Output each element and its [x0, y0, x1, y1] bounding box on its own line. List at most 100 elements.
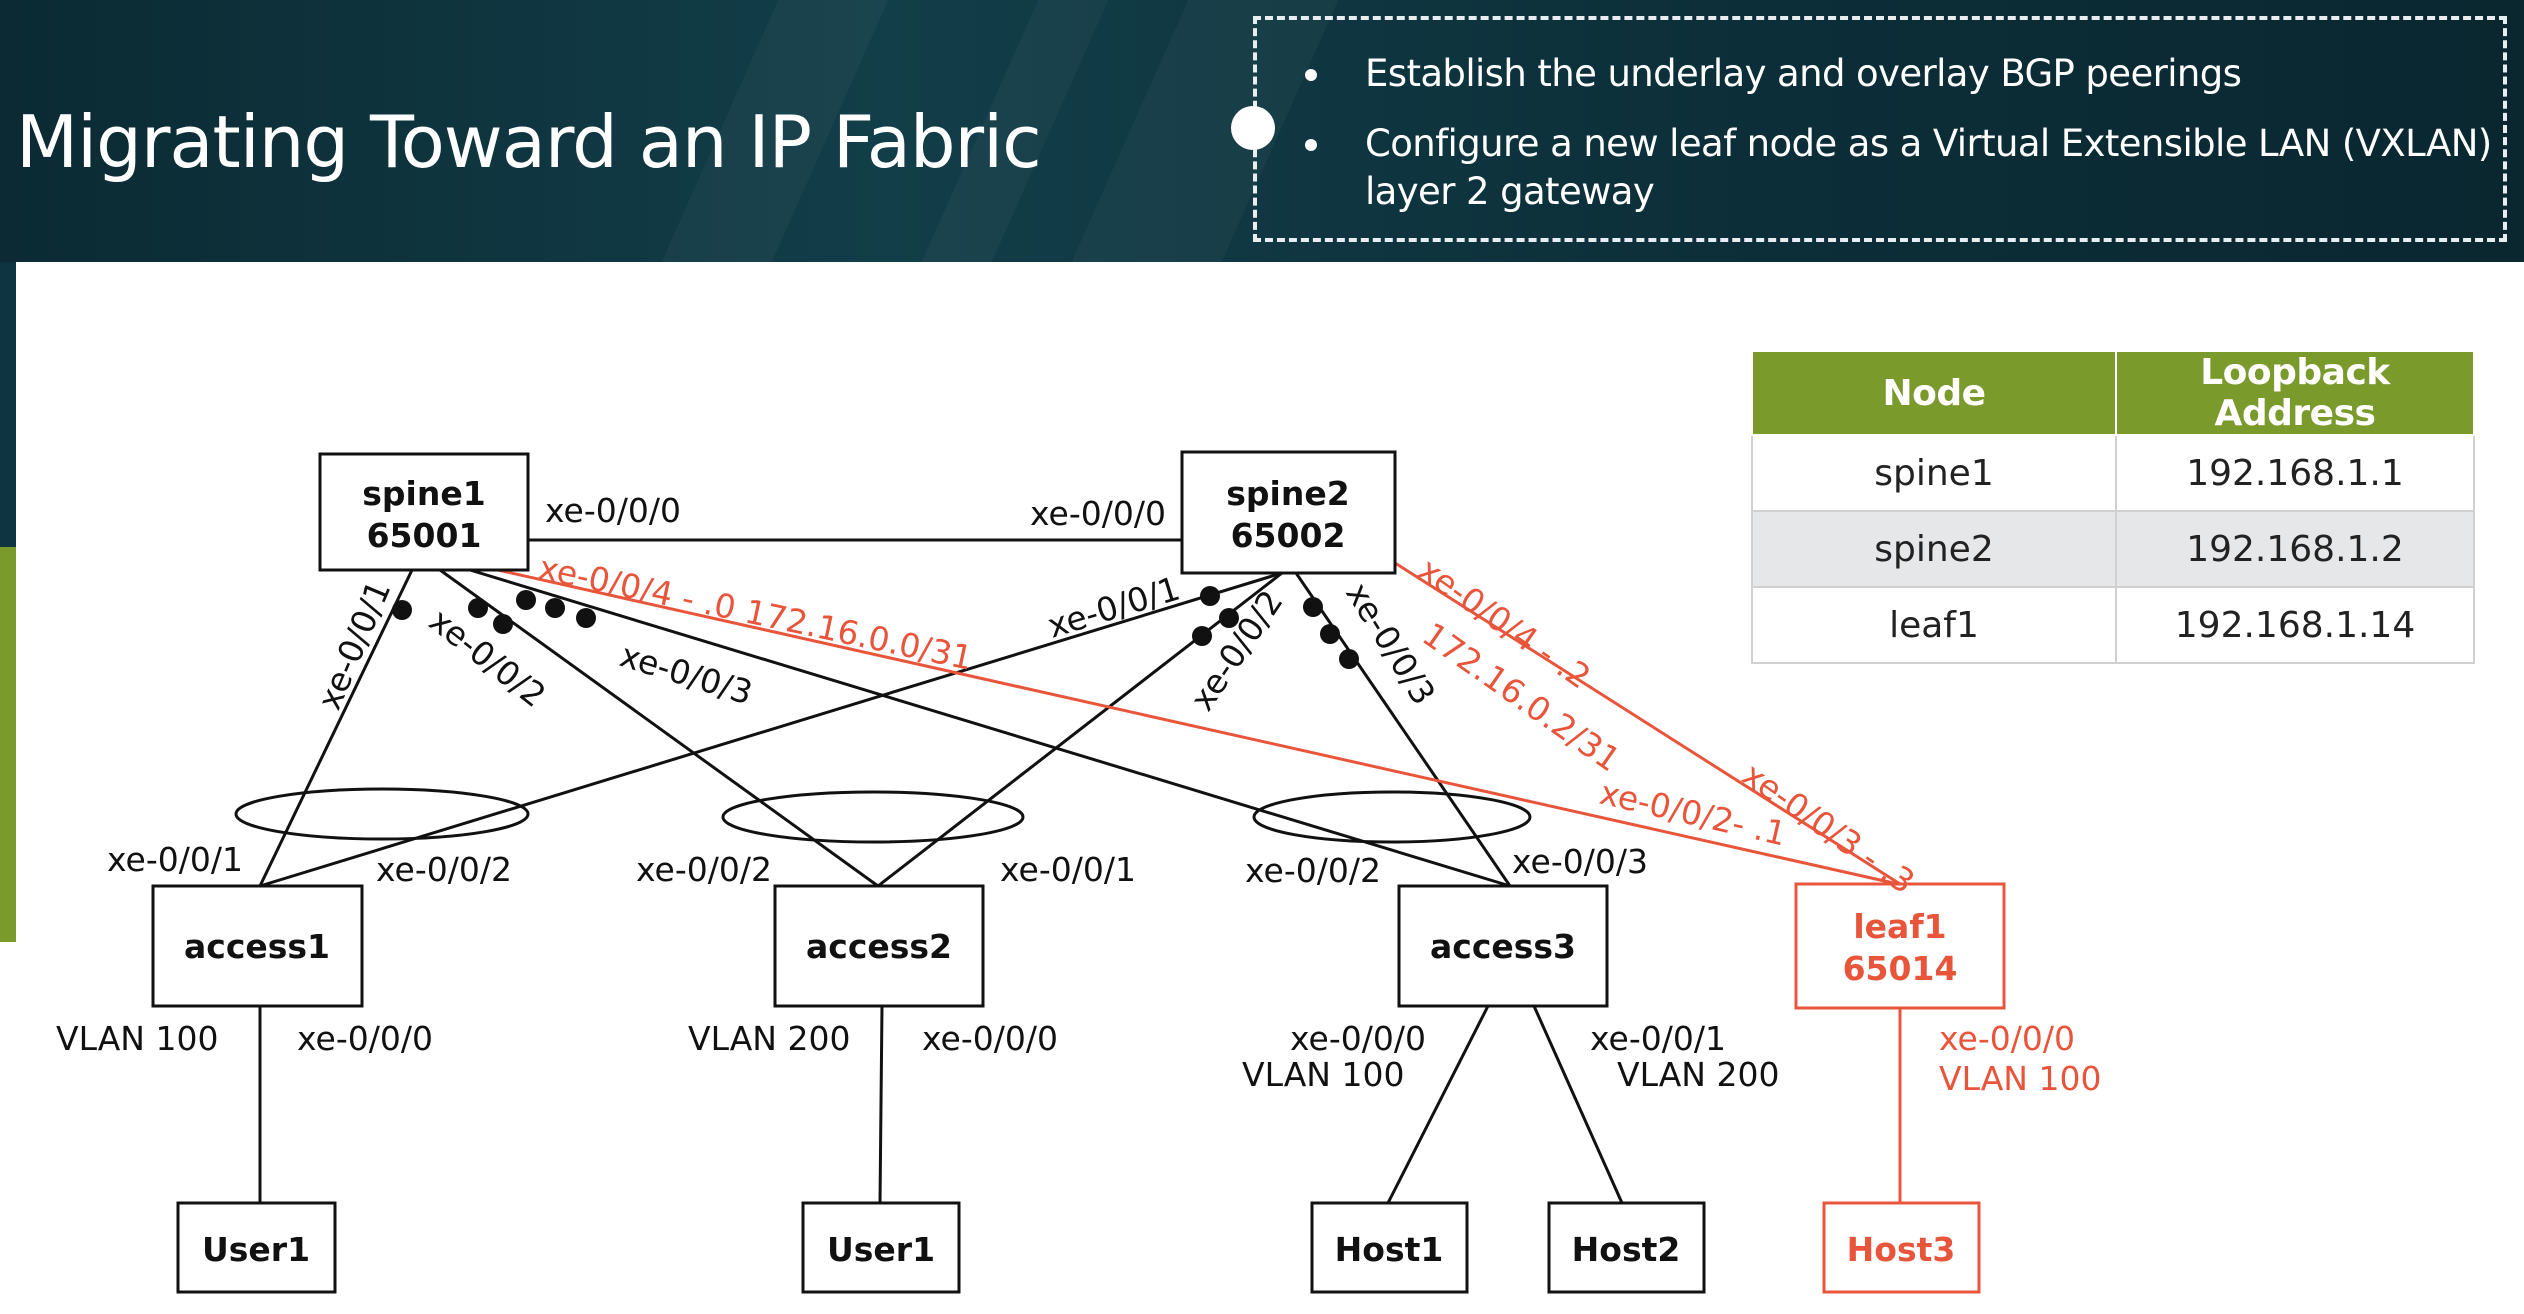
node-cell: leaf1 — [1751, 586, 2117, 664]
link-access3-host2 — [1532, 1005, 1624, 1204]
user1-a-label: User1 — [202, 1230, 310, 1269]
host1-label: Host1 — [1335, 1230, 1444, 1269]
spine1-name: spine1 — [362, 474, 485, 513]
link-access2-user1 — [878, 1005, 884, 1204]
node-cell: spine1 — [1751, 434, 2117, 512]
port-dot — [1192, 626, 1212, 646]
access1-uplink-label: xe-0/0/2 — [376, 850, 512, 889]
spine2-name: spine2 — [1226, 474, 1349, 513]
node-cell: spine2 — [1751, 510, 2117, 588]
port-dot — [493, 614, 513, 634]
loopback-cell: 192.168.1.2 — [2115, 510, 2475, 588]
access2-box — [773, 884, 985, 1008]
spine2-asn: 65002 — [1231, 516, 1346, 555]
access1-host-if-label: xe-0/0/0 — [297, 1019, 433, 1058]
loopback-cell: 192.168.1.14 — [2115, 586, 2475, 664]
host3-if-label: xe-0/0/0 — [1939, 1019, 2075, 1058]
link-spine2-access2 — [877, 571, 1283, 888]
lag-ellipses — [234, 787, 1532, 844]
objective-item: Configure a new leaf node as a Virtual E… — [1305, 120, 2515, 216]
leaf1-asn: 65014 — [1843, 949, 1958, 988]
lag-access3 — [1252, 790, 1532, 844]
access3-uplink-label: xe-0/0/2 — [1245, 851, 1381, 890]
host3-label: Host3 — [1847, 1230, 1956, 1269]
link-spine1-leaf1 — [497, 568, 1899, 886]
access2-label: access2 — [806, 927, 952, 966]
spine1-box — [318, 452, 530, 572]
device-boxes — [151, 450, 1706, 1294]
access2-uplink-label: xe-0/0/2 — [636, 850, 772, 889]
slide-header: Migrating Toward an IP Fabric Establish … — [0, 0, 2524, 262]
host1-box — [1310, 1201, 1469, 1294]
table-row: spine1 192.168.1.1 — [1751, 434, 2475, 512]
access2-uplink-label: xe-0/0/1 — [1000, 850, 1136, 889]
table-row: spine2 192.168.1.2 — [1751, 510, 2475, 588]
slide-title: Migrating Toward an IP Fabric — [16, 100, 1042, 184]
table-header-row: Node Loopback Address — [1751, 350, 2475, 436]
spine2-if-label: xe-0/0/0 — [1030, 494, 1166, 533]
spine1-if-label: xe-0/0/2 — [422, 601, 553, 715]
access1-box — [151, 884, 364, 1008]
box-marker-dot — [1231, 106, 1275, 150]
port-dot — [1320, 624, 1340, 644]
lag-access2 — [721, 790, 1025, 844]
host2-label: Host2 — [1572, 1230, 1681, 1269]
host3-box — [1822, 1201, 1981, 1294]
access2-host-if-label: xe-0/0/0 — [922, 1019, 1058, 1058]
fabric-links — [258, 538, 1624, 1204]
access3-box — [1397, 884, 1609, 1008]
spine1-asn: 65001 — [367, 516, 482, 555]
port-dot — [392, 600, 412, 620]
port-dot — [1303, 597, 1323, 617]
leaf1-box — [1794, 882, 2006, 1010]
spine2-if-label: xe-0/0/2 — [1182, 583, 1290, 718]
access3-uplink-label: xe-0/0/3 — [1512, 842, 1648, 881]
node-labels: spine1 65001 spine2 65002 access1 access… — [184, 474, 1680, 1269]
loopback-address-table: Node Loopback Address spine1 192.168.1.1… — [1751, 350, 2475, 664]
host1-if-label: xe-0/0/0 — [1290, 1019, 1426, 1058]
access2-vlan-label: VLAN 200 — [688, 1019, 850, 1058]
port-dot — [545, 598, 565, 618]
new-device-boxes — [1794, 882, 2006, 1294]
user1-b-label: User1 — [827, 1230, 935, 1269]
access3-label: access3 — [1430, 927, 1576, 966]
host2-if-label: xe-0/0/1 — [1590, 1019, 1726, 1058]
spine1-if-label: xe-0/0/1 — [309, 575, 398, 715]
spine2-box — [1180, 450, 1397, 575]
column-header-node: Node — [1751, 350, 2117, 436]
port-dot — [576, 608, 596, 628]
leaf1-name: leaf1 — [1853, 907, 1946, 946]
lag-access1 — [234, 787, 530, 841]
port-dot — [1219, 608, 1239, 628]
spine1-if-label: xe-0/0/3 — [616, 635, 757, 712]
table-row: leaf1 192.168.1.14 — [1751, 586, 2475, 664]
objective-item: Establish the underlay and overlay BGP p… — [1304, 50, 2242, 98]
port-dots — [392, 586, 1359, 669]
spine1-if-label: xe-0/0/0 — [545, 491, 681, 530]
left-accent-strip — [0, 262, 16, 547]
link-spine2-leaf1 — [1394, 561, 1901, 886]
host3-vlan-label: VLAN 100 — [1939, 1059, 2101, 1098]
column-header-loopback: Loopback Address — [2115, 350, 2475, 436]
link-spine2-access1 — [259, 571, 1283, 888]
access1-vlan-label: VLAN 100 — [56, 1019, 218, 1058]
link-access3-host1 — [1386, 1005, 1490, 1204]
objectives-box: Establish the underlay and overlay BGP p… — [1231, 16, 2507, 242]
port-dot — [1339, 649, 1359, 669]
port-dot — [516, 590, 536, 610]
host1-vlan-label: VLAN 100 — [1242, 1055, 1404, 1094]
new-links — [497, 561, 1902, 1203]
link-spine1-access3 — [469, 568, 1511, 888]
user1-a-box — [176, 1201, 337, 1294]
host2-vlan-label: VLAN 200 — [1617, 1055, 1779, 1094]
link-spine1-access2 — [439, 568, 879, 888]
access1-uplink-label: xe-0/0/1 — [107, 840, 243, 879]
host2-box — [1547, 1201, 1706, 1294]
access1-label: access1 — [184, 927, 330, 966]
new-node-labels: leaf1 65014 Host3 — [1843, 907, 1958, 1269]
spine2-if-label: xe-0/0/1 — [1043, 569, 1184, 646]
left-accent-strip — [0, 547, 16, 942]
port-dot — [468, 598, 488, 618]
loopback-cell: 192.168.1.1 — [2115, 434, 2475, 512]
